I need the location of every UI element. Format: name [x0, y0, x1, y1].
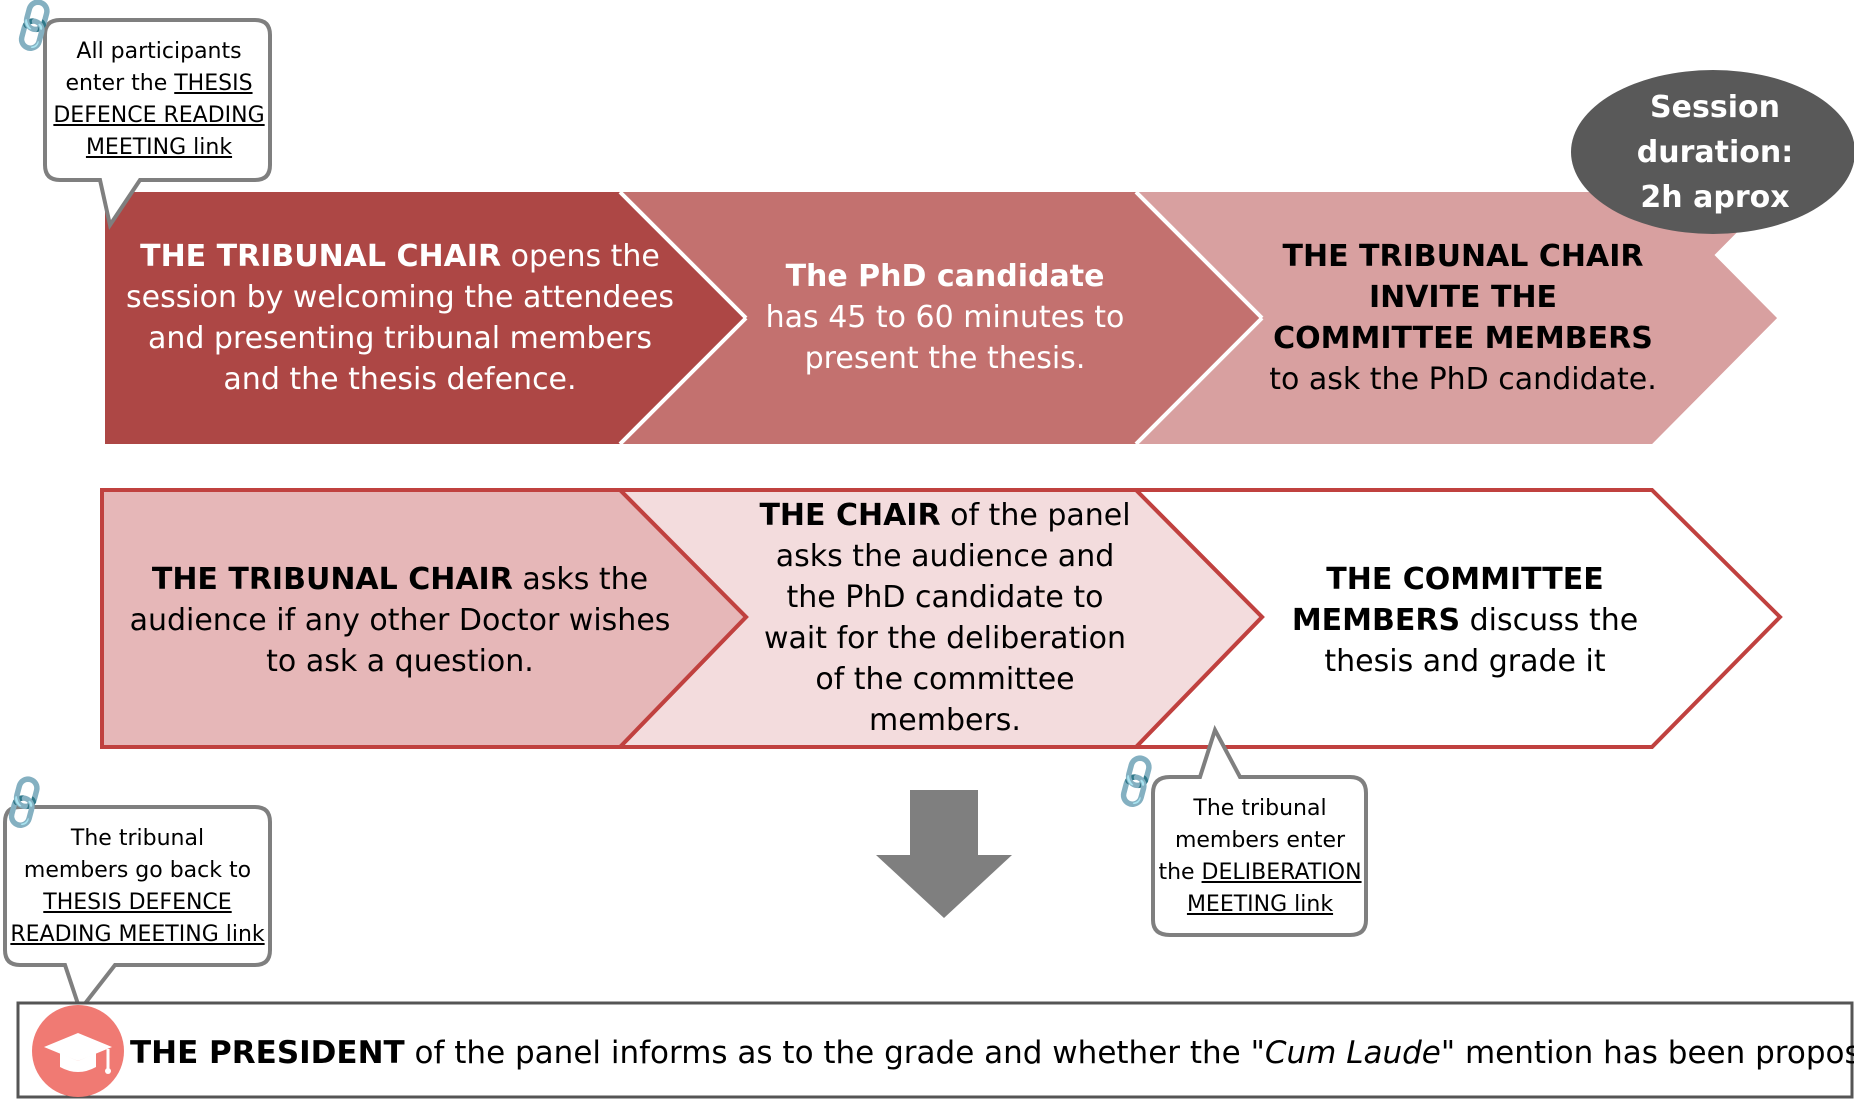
cum-laude: Cum Laude: [1264, 1035, 1441, 1071]
callout-top-shape: [43, 18, 272, 231]
back-link-part2[interactable]: READING MEETING link: [10, 922, 265, 947]
callout-top-line2: enter the: [65, 71, 175, 96]
callout-back-shape: [3, 805, 272, 1015]
session-duration: Session duration: 2h aprox: [1600, 85, 1830, 220]
graduation-cap-icon: [32, 1005, 124, 1097]
step-2-body: has 45 to 60 minutes to present the thes…: [765, 300, 1125, 376]
president-pre: of the panel informs as to the grade and…: [404, 1035, 1265, 1071]
arrow-down-icon: [876, 790, 1012, 918]
step-4-shape: [100, 488, 749, 749]
callout-top-line1: All participants: [76, 39, 242, 64]
thesis-defence-link-part3[interactable]: MEETING link: [85, 135, 233, 160]
step-3-body: to ask the PhD candidate.: [1269, 361, 1657, 397]
step-1-shape: [105, 192, 746, 444]
step-4-bold: THE TRIBUNAL CHAIR: [151, 561, 513, 597]
deliberation-link-part1[interactable]: DELIBERATION: [1201, 860, 1362, 885]
step-6-body: discuss the thesis and grade it: [1324, 602, 1639, 679]
president-bold: THE PRESIDENT: [130, 1035, 405, 1071]
thesis-defence-link-part2[interactable]: DEFENCE READING: [53, 103, 265, 128]
step-6-bold: THE COMMITTEE MEMBERS: [1291, 561, 1604, 638]
callout-back-line1: The tribunal: [70, 826, 205, 851]
callout-deliberation: The tribunal members enter the DELIBERAT…: [1155, 787, 1365, 927]
step-1-bold: THE TRIBUNAL CHAIR: [140, 238, 502, 274]
callout-back: The tribunal members go back to THESIS D…: [5, 812, 270, 962]
step-4-text: THE TRIBUNAL CHAIR asks the audience if …: [120, 500, 680, 740]
callout-delib-line1: The tribunal: [1193, 796, 1327, 821]
callout-delib-pre: the: [1158, 860, 1202, 885]
step-3-arrow-shape: [1136, 192, 1777, 444]
callout-back-line2: members go back to: [23, 858, 252, 883]
duration-line1: Session: [1650, 90, 1780, 125]
step-1-body: opens the session by welcoming the atten…: [126, 238, 674, 397]
back-link-part1[interactable]: THESIS DEFENCE: [43, 890, 232, 915]
thesis-defence-link-part1[interactable]: THESIS: [174, 71, 253, 96]
step-3-text: THE TRIBUNAL CHAIR INVITE THE COMMITTEE …: [1268, 200, 1658, 435]
step-1-text: THE TRIBUNAL CHAIR opens the session by …: [120, 200, 680, 435]
callout-deliberation-shape: [1151, 724, 1368, 937]
step-2-bold: The PhD candidate: [785, 259, 1105, 294]
duration-line3: 2h aprox: [1640, 180, 1790, 215]
president-box: [16, 1001, 1854, 1099]
duration-ellipse: [1571, 70, 1854, 234]
callout-top: All participants enter the THESIS DEFENC…: [48, 35, 270, 165]
duration-line2: duration:: [1636, 135, 1794, 170]
step-5-text: THE CHAIR of the panel asks the audience…: [755, 495, 1135, 740]
president-statement: THE PRESIDENT of the panel informs as to…: [130, 1028, 1854, 1078]
step-5-body: of the panel asks the audience and the P…: [764, 497, 1131, 738]
president-post: " mention has been proposed: [1440, 1035, 1854, 1071]
step-3-bold: THE TRIBUNAL CHAIR INVITE THE COMMITTEE …: [1273, 238, 1653, 356]
step-2-shape: [620, 192, 1262, 444]
step-2-text: The PhD candidate has 45 to 60 minutes t…: [760, 200, 1130, 435]
step-4-body: asks the audience if any other Doctor wi…: [129, 561, 671, 679]
callout-delib-line2: members enter: [1174, 828, 1346, 853]
step-5-bold: THE CHAIR: [759, 497, 941, 533]
step-6-text: THE COMMITTEE MEMBERS discuss the thesis…: [1275, 500, 1655, 740]
deliberation-link-part2[interactable]: MEETING link: [1186, 892, 1334, 917]
